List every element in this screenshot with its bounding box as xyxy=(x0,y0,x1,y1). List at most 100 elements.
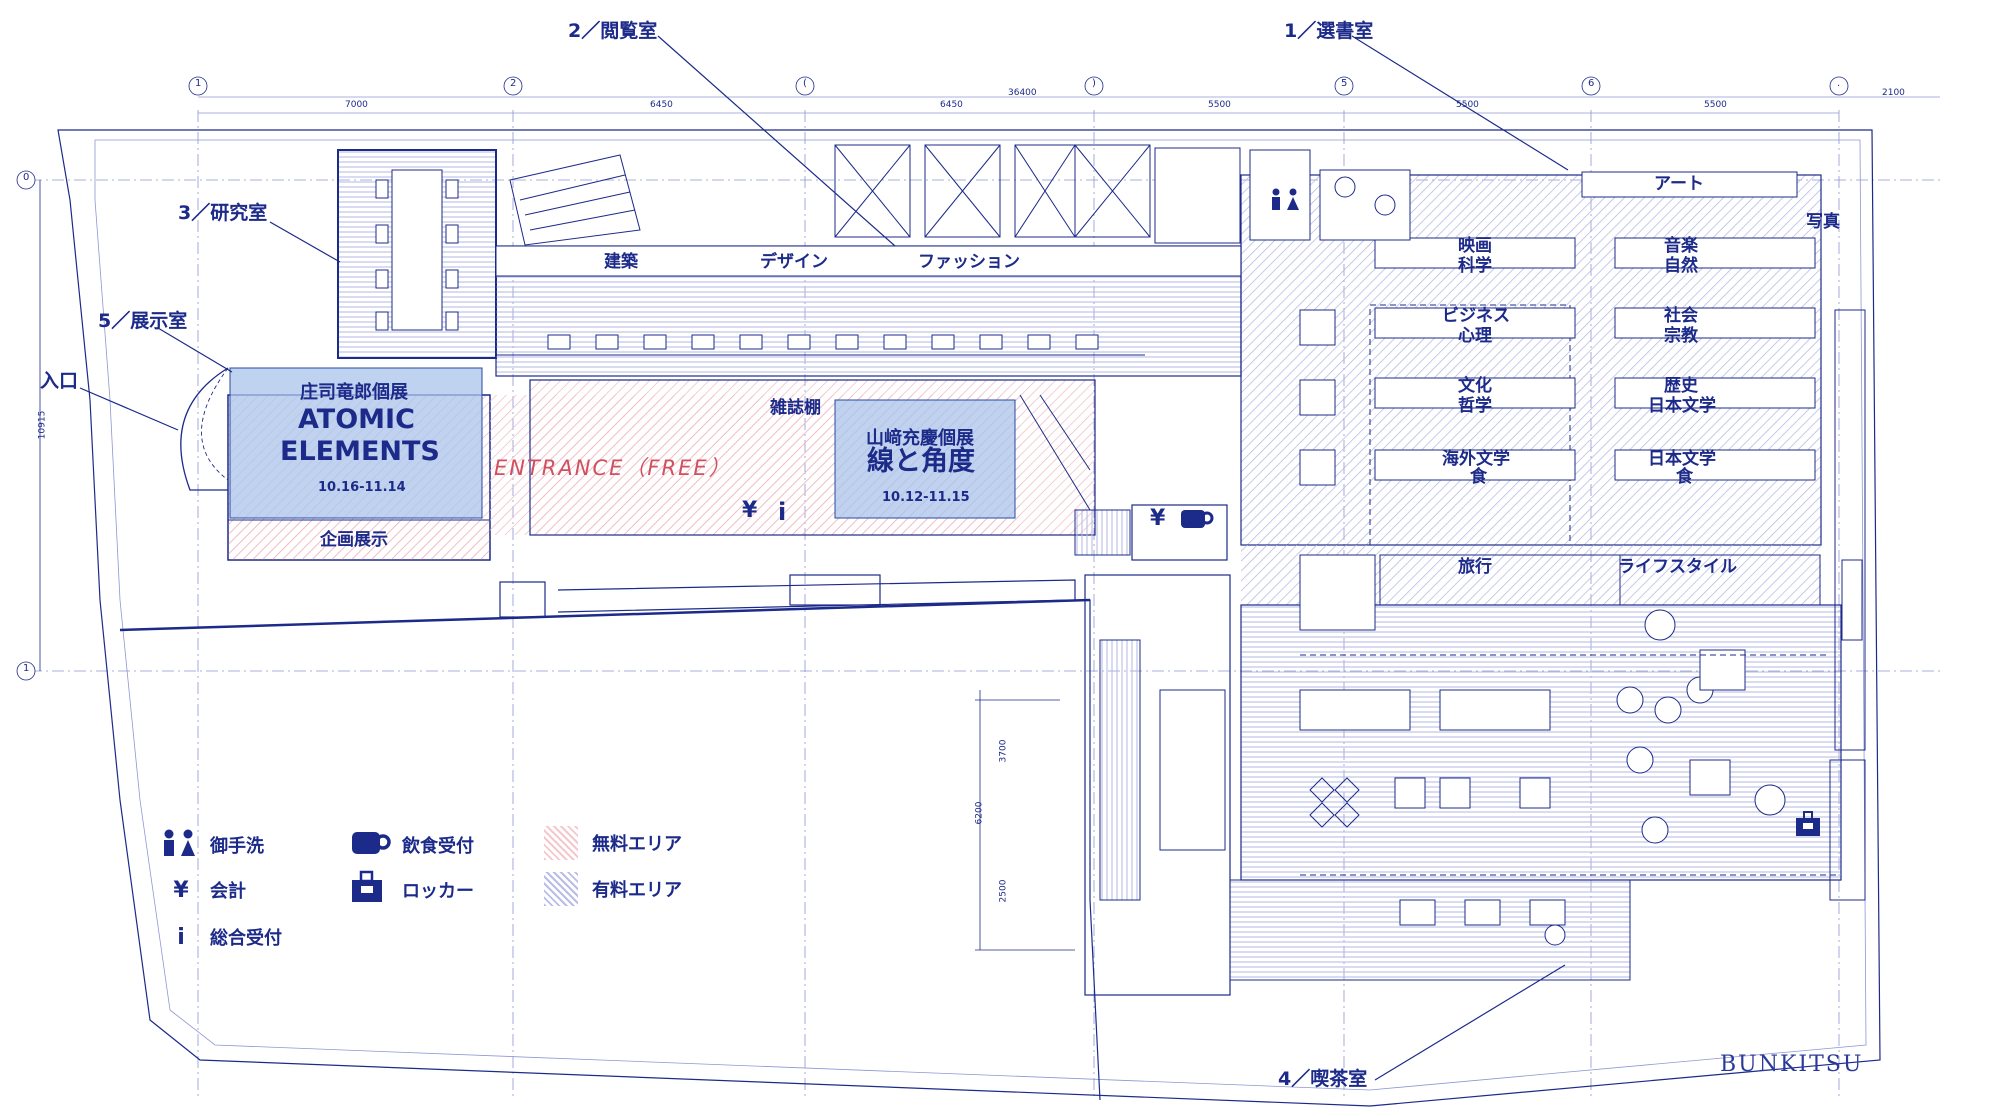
shelf-nihon-bungaku-1: 日本文学 xyxy=(1648,396,1716,416)
bottom-furniture xyxy=(499,574,1076,618)
legend-paid-area-label: 有料エリア xyxy=(592,880,682,901)
legend-cashier: ¥ 会計 xyxy=(166,877,246,903)
shelf-shukyo: 宗教 xyxy=(1664,326,1698,346)
shelf-ryoko: 旅行 xyxy=(1458,557,1492,577)
exhibit-right-name: 線と角度 xyxy=(867,446,975,477)
shelf-rekishi: 歴史 xyxy=(1664,376,1698,396)
leader-lines xyxy=(79,35,1569,1081)
shelf-nihon-bungaku-2: 日本文学 xyxy=(1648,449,1716,469)
legend-cup-icon xyxy=(352,832,391,854)
room-label-3: 3／研究室 xyxy=(178,202,268,224)
shelf-business: ビジネス xyxy=(1442,306,1510,326)
legend-locker-label: ロッカー xyxy=(402,881,474,902)
shelf-art: アート xyxy=(1654,174,1704,194)
grid-circles xyxy=(16,76,1849,681)
dim-span: 2100 xyxy=(1882,88,1905,98)
room-label-1: 1／選書室 xyxy=(1284,20,1374,42)
entrance-free-label: ENTRANCE（FREE） xyxy=(494,456,732,480)
legend-locker-icon xyxy=(352,870,382,902)
shelf-shakai: 社会 xyxy=(1664,306,1698,326)
grid-num: 6 xyxy=(1588,78,1595,89)
cup-icon xyxy=(1181,510,1214,528)
shelf-kagaku: 科学 xyxy=(1458,256,1492,276)
grid-num: 5 xyxy=(1341,78,1348,89)
dim-span: 5500 xyxy=(1208,100,1231,110)
locker-icon xyxy=(1796,811,1820,836)
grid-num: 1 xyxy=(195,78,202,89)
research-room xyxy=(337,149,497,359)
building-outline xyxy=(57,129,1881,1107)
dim-span: 6450 xyxy=(940,100,963,110)
shelf-shoku-2: 食 xyxy=(1676,467,1693,487)
grid-num: ( xyxy=(803,78,807,89)
legend-info-icon: i xyxy=(177,924,185,950)
room-label-5: 5／展示室 xyxy=(98,310,188,332)
dim-span: 5500 xyxy=(1456,100,1479,110)
free-area-swatch xyxy=(544,826,578,860)
shelf-ongaku: 音楽 xyxy=(1664,236,1698,256)
room-label-2: 2／閲覧室 xyxy=(568,20,658,42)
grid-num: ) xyxy=(1092,78,1096,89)
dim-span: 7000 xyxy=(345,100,368,110)
shelf-kenchiku: 建築 xyxy=(604,252,638,272)
shelf-eiga: 映画 xyxy=(1458,236,1492,256)
dim-vertical: 10915 xyxy=(37,410,48,440)
right-wing xyxy=(1829,309,1866,901)
legend-food: 飲食受付 xyxy=(402,832,474,858)
entrance-area xyxy=(490,379,1096,536)
legend-locker: ロッカー xyxy=(402,877,474,903)
legend-info-label: 総合受付 xyxy=(210,928,282,949)
grid-num: 2 xyxy=(510,78,517,89)
shelf-bunka: 文化 xyxy=(1458,376,1492,396)
room-label-4: 4／喫茶室 xyxy=(1278,1068,1368,1090)
dimension-lines xyxy=(39,180,1075,951)
exhibit-left-line1: ATOMIC xyxy=(298,404,415,435)
selection-room xyxy=(1154,147,1822,605)
dim-vertical: 2500 xyxy=(998,879,1009,903)
shelf-kikaku: 企画展示 xyxy=(320,530,388,550)
shelf-fashion: ファッション xyxy=(918,252,1020,272)
legend-food-label: 飲食受付 xyxy=(402,836,474,857)
brand-logo: BUNKITSU xyxy=(1720,1052,1864,1077)
exhibit-right-dates: 10.12-11.15 xyxy=(882,490,970,505)
shelf-design: デザイン xyxy=(760,252,828,272)
legend-paid-area: 有料エリア xyxy=(544,872,682,906)
legend-toilet: 御手洗 xyxy=(210,832,264,858)
legend-cashier-label: 会計 xyxy=(210,881,246,902)
exhibition-room xyxy=(180,367,491,561)
legend-free-area: 無料エリア xyxy=(544,826,682,860)
dim-span: 5500 xyxy=(1704,100,1727,110)
cafe-room xyxy=(1084,554,1842,996)
dim-vertical: 3700 xyxy=(998,739,1009,763)
info-icon: i xyxy=(778,498,787,526)
dim-total: 36400 xyxy=(1008,88,1037,98)
exhibit-left-title: 庄司竜郎個展 xyxy=(300,382,408,403)
shelf-zasshi: 雑誌棚 xyxy=(770,398,821,418)
dim-span: 6450 xyxy=(650,100,673,110)
yen-icon: ¥ xyxy=(742,498,758,523)
toilet-icon xyxy=(1272,188,1299,210)
grid-num: . xyxy=(1837,78,1841,89)
shelf-photo: 写真 xyxy=(1806,212,1840,232)
shelf-shoku-1: 食 xyxy=(1470,467,1487,487)
legend-info: i 総合受付 xyxy=(166,924,282,950)
legend-free-area-label: 無料エリア xyxy=(592,834,682,855)
cafe-yen-icon: ¥ xyxy=(1150,506,1166,531)
paid-area-swatch xyxy=(544,872,578,906)
dim-vertical: 6200 xyxy=(974,801,985,825)
row-marker: 1 xyxy=(23,663,30,674)
shelf-shinri: 心理 xyxy=(1458,326,1492,346)
legend-toilet-label: 御手洗 xyxy=(210,836,264,857)
shelf-lifestyle: ライフスタイル xyxy=(1618,557,1737,577)
legend-yen-icon: ¥ xyxy=(173,877,189,903)
shelf-kaigai: 海外文学 xyxy=(1442,449,1510,469)
shelf-tetsugaku: 哲学 xyxy=(1458,396,1492,416)
exhibit-right-title: 山﨑充慶個展 xyxy=(866,428,974,449)
room-label-entrance: 入口 xyxy=(40,370,79,392)
legend-toilet-icon xyxy=(164,829,195,856)
exhibit-left-line2: ELEMENTS xyxy=(280,436,440,467)
shelf-shizen: 自然 xyxy=(1664,256,1698,276)
exhibit-left-dates: 10.16-11.14 xyxy=(318,480,406,495)
row-marker: 0 xyxy=(23,172,30,183)
